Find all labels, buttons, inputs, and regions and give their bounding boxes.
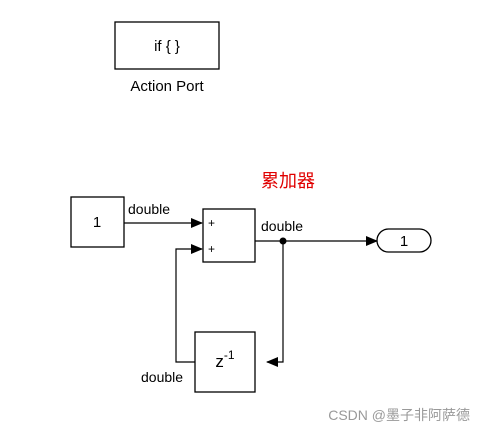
accumulator-annotation: 累加器 xyxy=(261,171,315,191)
signal-line-branch-to-delay[interactable] xyxy=(266,241,284,367)
sum-input-2-sign: + xyxy=(208,242,215,256)
action-port-caption: Action Port xyxy=(130,78,204,95)
constant-value: 1 xyxy=(93,214,101,231)
sum-input-1-sign: + xyxy=(208,216,215,230)
unit-delay-block[interactable]: z-1 xyxy=(194,331,256,393)
action-port-label: if { } xyxy=(154,38,180,55)
delay-label: z-1 xyxy=(215,348,234,371)
sum-block[interactable]: + + xyxy=(202,208,256,263)
signal-label-delay-output: double xyxy=(141,369,183,385)
outport-number: 1 xyxy=(400,233,408,250)
watermark: CSDN @墨子非阿萨德 xyxy=(328,407,470,423)
signal-label-sum-output: double xyxy=(261,218,303,234)
constant-block[interactable]: 1 xyxy=(70,196,125,248)
outport-block[interactable]: 1 xyxy=(376,228,432,253)
signal-line-delay-to-sum[interactable] xyxy=(175,244,203,363)
signal-label-constant-to-sum: double xyxy=(128,201,170,217)
action-port-block[interactable]: if { } xyxy=(114,21,220,70)
